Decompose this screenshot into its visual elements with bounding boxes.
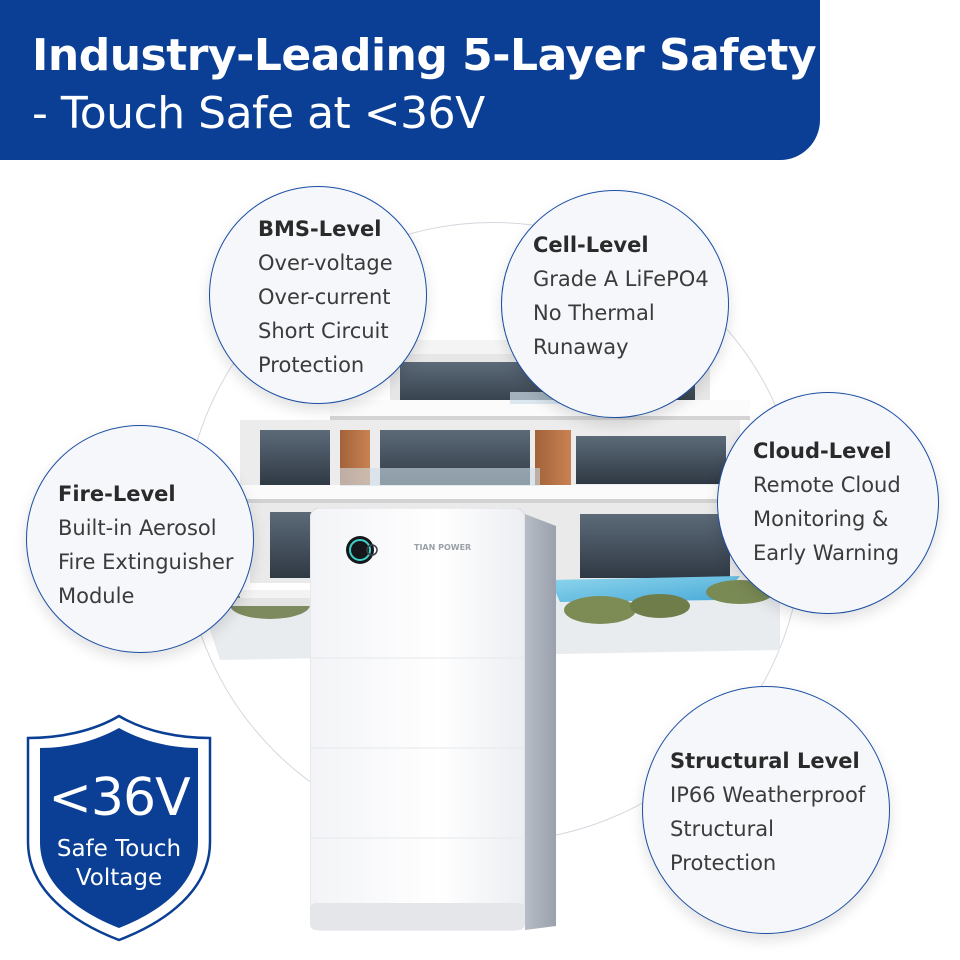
brand-logo-icon (346, 536, 378, 564)
bubble-line: Fire Extinguisher (58, 550, 234, 574)
badge-line1: Safe Touch (56, 836, 182, 862)
bubble-line: Grade A LiFePO4 (533, 267, 709, 291)
cloud-level-bubble: Cloud-Level Remote Cloud Monitoring & Ea… (717, 392, 939, 614)
bubble-title: Cloud-Level (753, 439, 892, 463)
bubble-title: Structural Level (670, 749, 860, 773)
bubble-line: Short Circuit (258, 319, 389, 343)
structural-level-bubble: Structural Level IP66 Weatherproof Struc… (642, 686, 890, 934)
cell-level-bubble: Cell-Level Grade A LiFePO4 No Thermal Ru… (501, 190, 729, 418)
bubble-title: Cell-Level (533, 233, 649, 257)
bubble-line: Protection (258, 353, 365, 377)
bubble-line: Remote Cloud (753, 473, 901, 497)
bubble-line: No Thermal (533, 301, 655, 325)
badge-voltage: <36V (48, 768, 190, 828)
header-banner: Industry-Leading 5-Layer Safety - Touch … (0, 0, 820, 160)
bubble-title: BMS-Level (258, 217, 382, 241)
bubble-line: Over-current (258, 285, 391, 309)
bubble-line: Early Warning (753, 541, 900, 565)
brand-label: TIAN POWER (414, 543, 471, 552)
bubble-line: Protection (670, 851, 777, 875)
bubble-line: Runaway (533, 335, 629, 359)
fire-level-bubble: Fire-Level Built-in Aerosol Fire Extingu… (26, 425, 254, 653)
bms-level-bubble: BMS-Level Over-voltage Over-current Shor… (209, 186, 427, 404)
page-subtitle: - Touch Safe at <36V (32, 88, 485, 139)
bubble-title: Fire-Level (58, 482, 176, 506)
bubble-line: Over-voltage (258, 251, 393, 275)
bubble-line: Module (58, 584, 135, 608)
badge-line2: Voltage (75, 865, 163, 891)
bubble-line: Structural (670, 817, 774, 841)
safe-voltage-shield-badge: <36V Safe Touch Voltage (22, 712, 216, 944)
bubble-line: IP66 Weatherproof (670, 783, 866, 807)
battery-unit-image: TIAN POWER (310, 508, 556, 931)
page-title: Industry-Leading 5-Layer Safety (32, 30, 817, 81)
shield-icon (26, 714, 212, 942)
bubble-line: Built-in Aerosol (58, 516, 217, 540)
bubble-line: Monitoring & (753, 507, 889, 531)
